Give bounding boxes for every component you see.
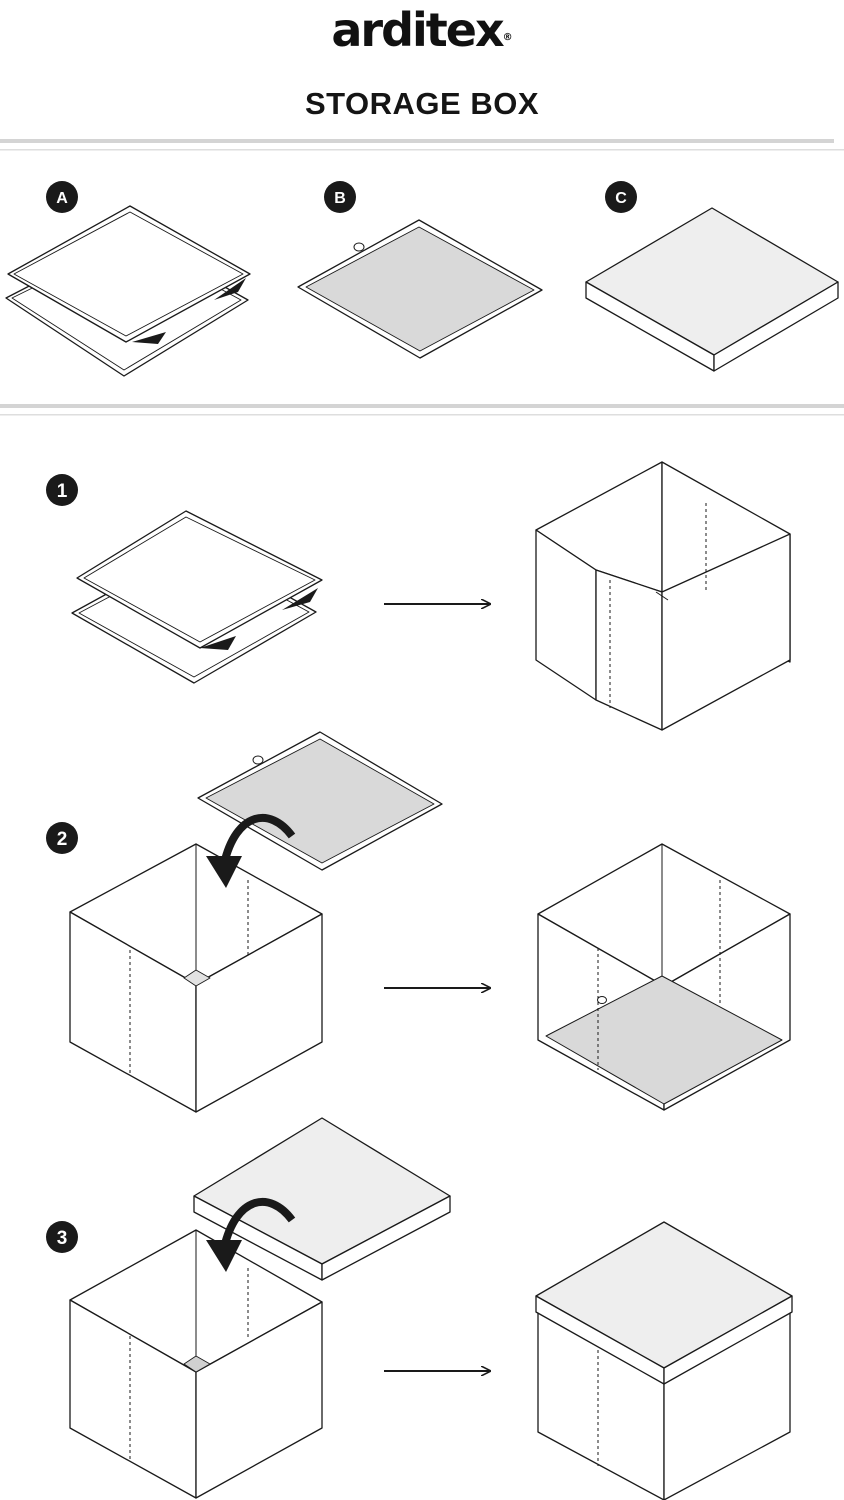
divider-top — [0, 139, 844, 151]
part-badge-a-label: A — [56, 190, 68, 207]
part-badge-b-label: B — [334, 190, 346, 207]
brand-logo-text: arditex — [331, 3, 504, 57]
step-badge-2: 2 — [46, 822, 78, 854]
part-b-base-board — [297, 219, 543, 359]
step-badge-1: 1 — [46, 474, 78, 506]
step-2-base-board — [197, 731, 443, 871]
part-badge-c-label: C — [615, 190, 627, 207]
part-badge-a: A — [46, 181, 78, 213]
step-badge-3-label: 3 — [57, 1228, 68, 1249]
step-1-side-panels — [71, 510, 323, 684]
step-3-lid — [193, 1117, 451, 1281]
part-c-lid — [585, 207, 839, 372]
part-badge-b: B — [324, 181, 356, 213]
page-title: STORAGE BOX — [304, 86, 540, 121]
part-badge-c: C — [605, 181, 637, 213]
step-1-box-unfolding — [535, 461, 791, 731]
step-badge-3: 3 — [46, 1221, 78, 1253]
step-3-closed-box — [535, 1221, 793, 1500]
step-3-curved-arrow — [206, 1197, 296, 1272]
step-2-open-box — [69, 843, 323, 1113]
registered-mark: ® — [502, 32, 513, 43]
step-3-open-box — [69, 1229, 323, 1499]
divider-middle — [0, 404, 844, 416]
brand-logo: arditex® — [0, 2, 844, 58]
step-badge-2-label: 2 — [57, 829, 68, 850]
part-a-side-panels — [5, 205, 251, 377]
step-badge-1-label: 1 — [57, 481, 68, 502]
step-2-box-with-base — [537, 843, 791, 1111]
step-2-curved-arrow — [206, 813, 296, 888]
